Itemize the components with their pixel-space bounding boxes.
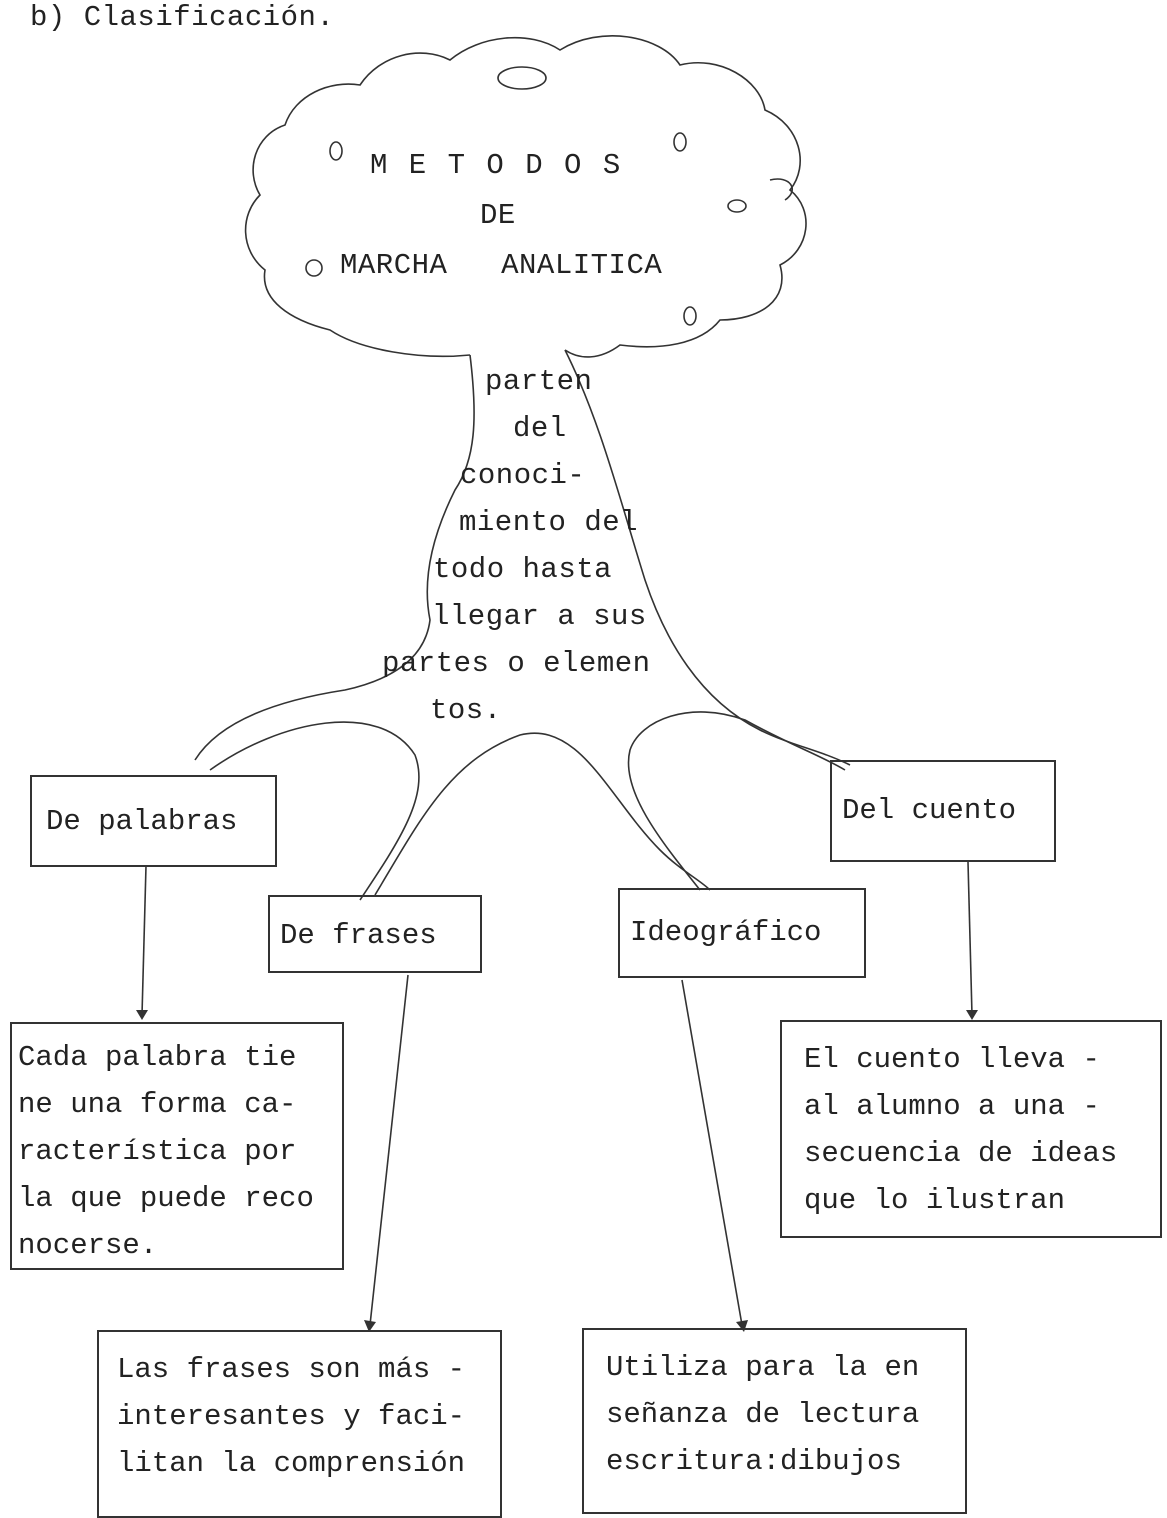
description-line: ne una forma ca- [18,1088,297,1121]
root-title-line3: MARCHA ANALITICA [340,249,663,282]
trunk-text-line: partes o elemen [382,647,651,680]
method-label-ideografico: Ideográfico [630,916,822,949]
trunk-text-line: parten [485,365,593,398]
root-title-line1: M E T O D O S [370,149,623,182]
trunk-text-line: conoci- [460,459,586,492]
cloud-outline [244,35,807,358]
description-line: racterística por [18,1135,297,1168]
trunk-text-line: tos. [430,694,502,727]
method-label-palabras: De palabras [46,805,238,838]
description-line: Cada palabra tie [18,1041,297,1074]
description-box-cuento: El cuento lleva - al alumno a una - secu… [780,1020,1162,1238]
method-box-frases: De frases [268,895,482,973]
description-box-palabras: Cada palabra tie ne una forma ca- racter… [10,1022,344,1270]
description-line: Las frases son más - [117,1353,466,1386]
description-line: secuencia de ideas [804,1137,1118,1170]
trunk-left [194,354,475,761]
description-line: al alumno a una - [804,1090,1100,1123]
description-line: escritura:dibujos [606,1445,902,1478]
root-title-line2: DE [480,199,516,232]
method-box-cuento: Del cuento [830,760,1056,862]
description-line: nocerse. [18,1229,158,1262]
cloud-bubble [683,306,697,326]
description-line: la que puede reco [18,1182,314,1215]
method-label-frases: De frases [280,919,437,952]
method-label-cuento: Del cuento [842,794,1017,827]
trunk-text-line: del [513,412,567,445]
description-line: interesantes y faci- [117,1400,466,1433]
section-header: b) Clasificación. [30,1,335,34]
description-line: El cuento lleva - [804,1043,1100,1076]
method-box-palabras: De palabras [30,775,277,867]
description-line: litan la comprensión [117,1447,466,1480]
cloud-bubble [673,132,687,152]
cloud-bubble [305,259,323,277]
arrowhead [364,1320,376,1332]
method-box-ideografico: Ideográfico [618,888,866,978]
branch-ideografico [374,732,711,896]
description-line: Utiliza para la en [606,1351,920,1384]
description-box-ideografico: Utiliza para la en señanza de lectura es… [582,1328,967,1514]
trunk-text-line: todo hasta [433,553,613,586]
branch-frases [209,721,420,901]
arrowhead [966,1010,978,1020]
branch-cuento [627,711,846,891]
description-line: que lo ilustran [804,1184,1066,1217]
trunk-text-line: llegar a sus [432,600,647,633]
cloud-bubble [727,199,747,213]
cloud-bubble [497,66,547,90]
description-box-frases: Las frases son más - interesantes y faci… [97,1330,502,1518]
cloud-bubble [329,141,343,161]
description-line: señanza de lectura [606,1398,920,1431]
trunk-text-line: miento del [459,506,639,539]
arrowhead [136,1010,148,1020]
